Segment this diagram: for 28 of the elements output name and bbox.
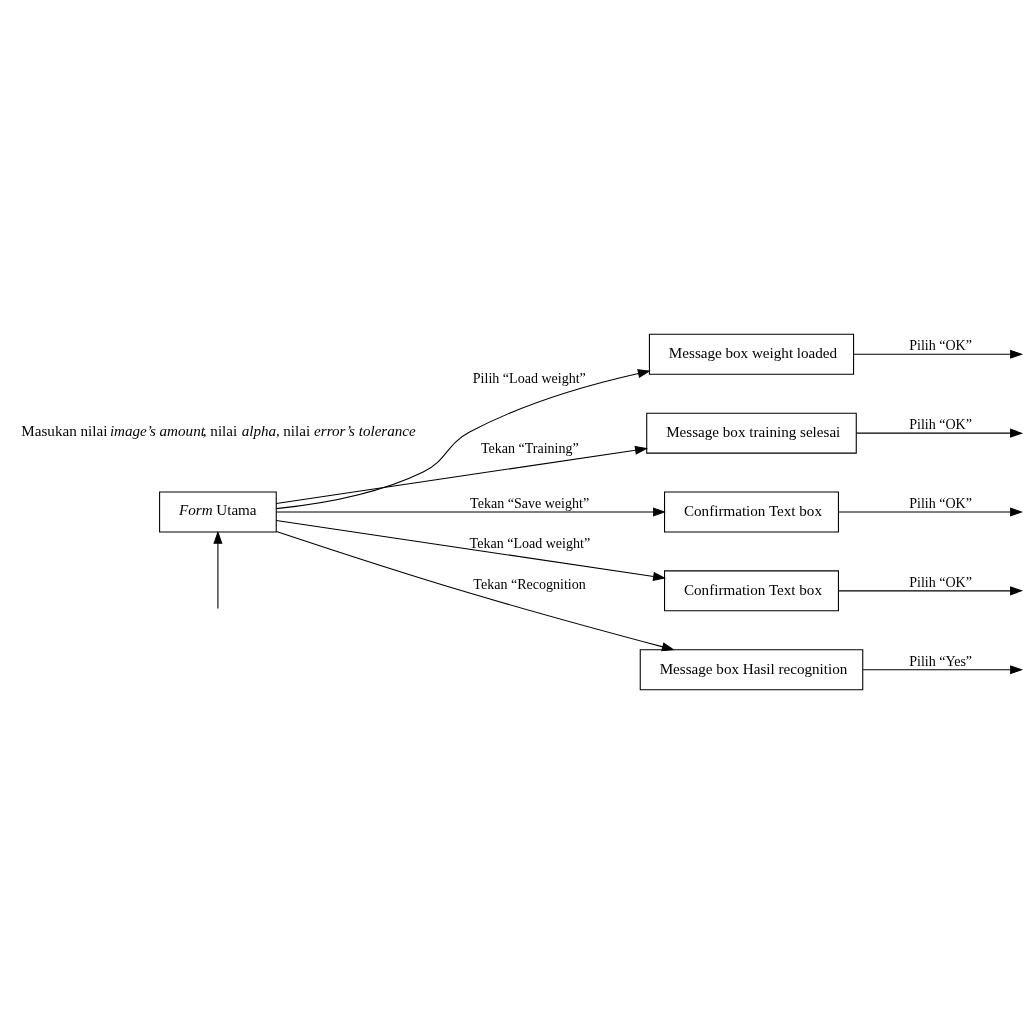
node-box: Confirmation Text box (664, 490, 839, 532)
edge-label: Pilih “OK” (909, 573, 972, 590)
node-box: Form Utama (159, 490, 277, 532)
label: Masukan nilai image’s amount, nilai alpha, nilai error’s tolerance (21, 422, 416, 439)
arrow (275, 519, 667, 581)
edge-label: Tekan “Load weight” (469, 534, 591, 551)
node-box: Message box training selesai (646, 412, 857, 454)
node-box: Message box weight loaded (648, 333, 855, 375)
node-box: Message box Hasil recognition (639, 648, 864, 690)
arrow (856, 428, 1024, 438)
arrow (862, 664, 1024, 674)
arrow (275, 506, 667, 517)
edge-label: Tekan “Recognition (473, 575, 586, 592)
arrow (838, 506, 1024, 517)
arrow (275, 530, 675, 651)
edge-label: Pilih “Yes” (909, 652, 973, 669)
edge-label: Tekan “Training” (480, 439, 579, 456)
edge-label: Pilih “Load weight” (472, 369, 586, 386)
arrow (275, 368, 651, 509)
arrow (838, 585, 1024, 595)
edge-label: Pilih “OK” (909, 494, 972, 511)
node-box: Confirmation Text box (664, 569, 839, 611)
edge-label: Pilih “OK” (909, 336, 972, 353)
arrow (275, 445, 648, 504)
arrow (853, 349, 1024, 359)
arrow (213, 530, 223, 609)
edge-label: Pilih “OK” (909, 415, 972, 432)
edge-label: Tekan “Save weight” (470, 494, 590, 511)
